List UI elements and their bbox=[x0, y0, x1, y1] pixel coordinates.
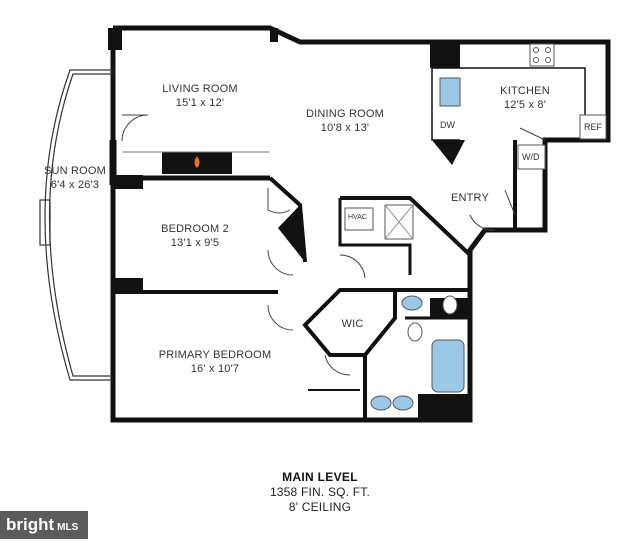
room-name: KITCHEN bbox=[500, 85, 550, 97]
wall-block bbox=[418, 394, 470, 420]
door-swing bbox=[267, 188, 291, 214]
primary-bedroom-label: PRIMARY BEDROOM 16' x 10'7 bbox=[150, 348, 280, 376]
refrigerator bbox=[579, 114, 607, 140]
wall-block bbox=[113, 278, 143, 292]
room-size: 10'8 x 13' bbox=[320, 122, 370, 134]
room-name: BEDROOM 2 bbox=[161, 223, 229, 235]
kitchen-label: KITCHEN 12'5 x 8' bbox=[480, 84, 570, 112]
fire-icon bbox=[194, 156, 200, 168]
ceiling-height: 8' CEILING bbox=[288, 500, 352, 514]
square-footage: 1358 FIN. SQ. FT. bbox=[269, 485, 371, 499]
wall-block bbox=[430, 42, 460, 68]
room-name: DINING ROOM bbox=[306, 108, 384, 120]
dining-room-label: DINING ROOM 10'8 x 13' bbox=[290, 107, 400, 135]
room-size: 13'1 x 9'5 bbox=[170, 237, 220, 249]
plan-footer: MAIN LEVEL 1358 FIN. SQ. FT. 8' CEILING bbox=[0, 470, 640, 514]
hall-wall bbox=[340, 196, 472, 257]
wall-block bbox=[108, 28, 122, 50]
sunroom-bay bbox=[39, 199, 51, 246]
hvac-label: HVAC bbox=[348, 214, 367, 221]
room-name: LIVING ROOM bbox=[162, 83, 238, 95]
wic-label: WIC bbox=[330, 317, 375, 331]
kitchen-counter bbox=[432, 67, 586, 115]
door-swing bbox=[469, 214, 496, 231]
logo-suffix: MLS bbox=[57, 522, 79, 533]
wall-block bbox=[113, 175, 143, 189]
door-swing bbox=[267, 304, 294, 331]
room-size: 6'4 x 26'3 bbox=[50, 179, 100, 191]
level-title: MAIN LEVEL bbox=[282, 470, 358, 484]
hvac-unit bbox=[344, 207, 374, 231]
room-size: 12'5 x 8' bbox=[503, 99, 547, 111]
washer-dryer bbox=[517, 144, 546, 170]
door-swing bbox=[339, 254, 366, 279]
bath-sink bbox=[392, 395, 414, 411]
door-swing bbox=[267, 249, 294, 276]
washer-dryer-label: W/D bbox=[522, 152, 540, 162]
room-name: SUN ROOM bbox=[43, 165, 107, 177]
dishwasher-label: DW bbox=[440, 120, 455, 130]
room-name: ENTRY bbox=[450, 192, 490, 204]
toilet bbox=[407, 322, 423, 342]
entry-label: ENTRY bbox=[445, 191, 495, 205]
wall-block bbox=[432, 140, 465, 165]
room-size: 15'1 x 12' bbox=[175, 97, 225, 109]
wall-block bbox=[270, 28, 278, 42]
room-size: 16' x 10'7 bbox=[190, 363, 240, 375]
wall-block bbox=[278, 205, 305, 262]
door-swing bbox=[324, 354, 351, 376]
stove bbox=[529, 43, 555, 67]
bath-sink bbox=[370, 395, 392, 411]
bedroom-2-label: BEDROOM 2 13'1 x 9'5 bbox=[145, 222, 245, 250]
floor-plan bbox=[39, 25, 611, 423]
bath-sink bbox=[401, 295, 423, 311]
logo-name: bright bbox=[6, 515, 55, 534]
bathtub bbox=[431, 339, 465, 393]
living-room-label: LIVING ROOM 15'1 x 12' bbox=[150, 82, 250, 110]
exterior-wall-entry bbox=[110, 28, 495, 423]
hall-wall-2 bbox=[338, 198, 412, 275]
door-swing bbox=[504, 189, 516, 216]
sunroom-window bbox=[44, 69, 113, 381]
kitchen-sink bbox=[439, 77, 461, 107]
sunroom-window-inner bbox=[48, 73, 113, 377]
toilet bbox=[442, 295, 458, 315]
sun-room-label: SUN ROOM 6'4 x 26'3 bbox=[35, 164, 115, 192]
door-swing bbox=[519, 127, 546, 141]
room-name: PRIMARY BEDROOM bbox=[158, 349, 272, 361]
door-swing bbox=[121, 114, 149, 142]
refrigerator-label: REF bbox=[584, 122, 602, 132]
room-name: WIC bbox=[341, 318, 364, 330]
